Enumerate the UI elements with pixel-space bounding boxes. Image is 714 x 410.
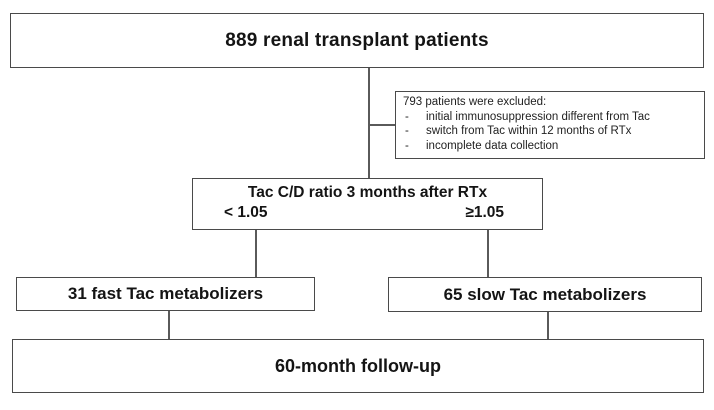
bullet-dash: - — [405, 139, 409, 152]
excluded-item-text: initial immunosuppression different from… — [426, 110, 650, 123]
excluded-box: 793 patients were excluded: - initial im… — [395, 91, 705, 159]
patients-box: 889 renal transplant patients — [10, 13, 704, 68]
ratio-branch-labels: < 1.05 ≥1.05 — [193, 203, 542, 223]
ratio-box: Tac C/D ratio 3 months after RTx < 1.05 … — [192, 178, 543, 230]
connector-fast-to-followup — [168, 311, 170, 339]
connector-to-exclusion-box — [368, 124, 395, 126]
excluded-item: - switch from Tac within 12 months of RT… — [403, 124, 698, 139]
fast-metabolizers-box: 31 fast Tac metabolizers — [16, 277, 315, 311]
connector-ratio-to-slow — [487, 230, 489, 277]
slow-metabolizers-label: 65 slow Tac metabolizers — [443, 284, 647, 304]
followup-label: 60-month follow-up — [275, 355, 441, 376]
excluded-item-text: incomplete data collection — [426, 139, 559, 152]
patients-box-label: 889 renal transplant patients — [225, 29, 489, 51]
ratio-box-title: Tac C/D ratio 3 months after RTx — [247, 184, 488, 201]
followup-box: 60-month follow-up — [12, 339, 704, 393]
excluded-item: - initial immunosuppression different fr… — [403, 110, 698, 125]
connector-slow-to-followup — [547, 312, 549, 339]
ratio-left-branch-label: < 1.05 — [224, 204, 268, 221]
excluded-box-title: 793 patients were excluded: — [403, 96, 547, 108]
excluded-item-text: switch from Tac within 12 months of RTx — [426, 125, 632, 137]
connector-ratio-to-fast — [255, 230, 257, 277]
ratio-right-branch-label: ≥1.05 — [465, 204, 504, 221]
excluded-item: - incomplete data collection — [403, 139, 698, 154]
fast-metabolizers-label: 31 fast Tac metabolizers — [67, 284, 264, 303]
bullet-dash: - — [405, 125, 409, 137]
slow-metabolizers-box: 65 slow Tac metabolizers — [388, 277, 702, 312]
bullet-dash: - — [405, 110, 409, 123]
connector-top-to-ratio — [368, 68, 370, 178]
